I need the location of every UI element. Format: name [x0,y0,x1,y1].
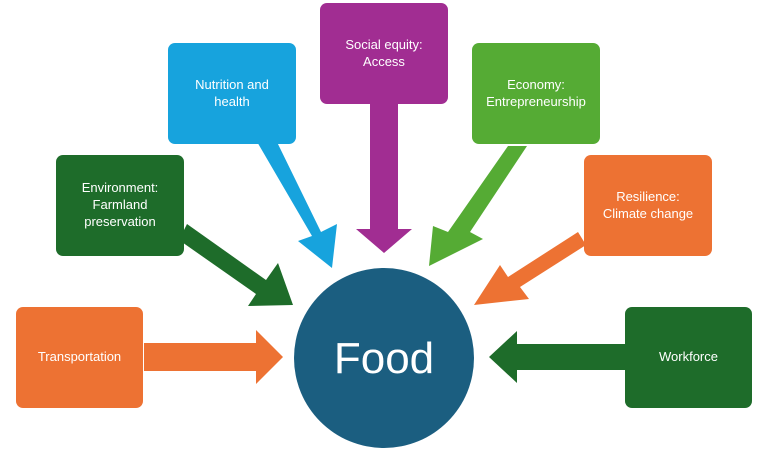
node-transportation-label: Transportation [37,349,122,365]
node-resilience-label: Resilience: Climate change [602,188,694,221]
food-label: Food [334,334,434,383]
food-circle [294,268,474,448]
node-environment-label: Environment: Farmland preservation [81,180,159,229]
node-economy-label: Economy: Entrepreneurship [486,76,586,109]
node-workforce: Workforce [625,307,752,408]
arrow-social-equity [356,104,412,253]
arrow-transportation [144,330,283,384]
node-workforce-label: Workforce [659,349,718,365]
node-transportation: Transportation [16,307,143,408]
arrow-nutrition [256,140,337,268]
node-resilience: Resilience: Climate change [584,155,712,256]
arrow-resilience [474,232,586,305]
node-economy: Economy: Entrepreneurship [472,43,600,144]
arrow-economy [429,146,527,266]
node-nutrition-label: Nutrition and health [195,76,269,109]
node-environment: Environment: Farmland preservation [56,155,184,256]
arrow-environment [179,224,293,306]
arrow-workforce [489,331,626,383]
node-nutrition: Nutrition and health [168,43,296,144]
node-social-equity-label: Social equity: Access [345,36,423,69]
node-social-equity: Social equity: Access [320,3,448,104]
